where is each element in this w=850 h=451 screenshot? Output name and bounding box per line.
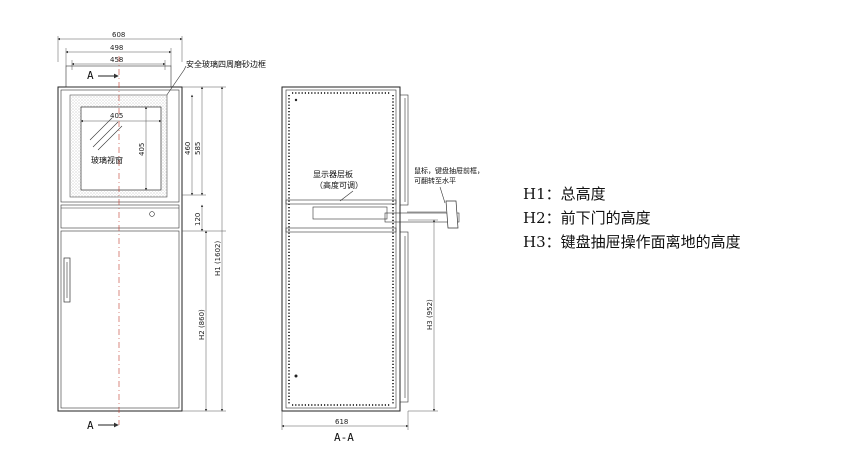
section-mark-bottom: A [87, 419, 119, 432]
front-vertical-dimensions: 460 585 120 H1 (1602) H2 (860) [182, 86, 226, 412]
front-cabinet-body: 玻璃视窗 405 405 [57, 65, 183, 412]
dim-height-120: 120 [194, 213, 202, 226]
window-label: 玻璃视窗 [91, 155, 123, 165]
callout-frame-label: 安全玻璃四周磨砂边框 [186, 59, 266, 69]
legend-item-h2: H2：前下门的高度 [523, 209, 651, 227]
section-letter-bottom: A [87, 419, 94, 432]
dim-width-outer: 608 [112, 31, 125, 39]
drawer-callout: 鼠标，键盘抽屉前框， 可翻转至水平 [414, 166, 484, 204]
frame-callout: 安全玻璃四周磨砂边框 [161, 59, 266, 103]
legend-item-h3: H3：键盘抽屉操作面离地的高度 [523, 233, 741, 251]
section-view: 显示器层板 （高度可调） 鼠标，键盘抽屉前框， 可翻转至水平 H3 (952) … [281, 86, 484, 444]
legend: H1：总高度 H2：前下门的高度 H3：键盘抽屉操作面离地的高度 [523, 185, 741, 251]
section-vertical-dimension: H3 (952) [408, 219, 438, 412]
dim-height-585: 585 [194, 142, 202, 155]
dim-section-width: 618 [335, 418, 348, 426]
section-letter-top: A [87, 69, 94, 82]
section-bottom-dimension: 618 A-A [281, 411, 409, 444]
drawer-label-line2: 可翻转至水平 [414, 176, 456, 185]
lock-icon [149, 211, 155, 217]
dim-width-inner: 458 [110, 56, 123, 64]
drawer-label-line1: 鼠标，键盘抽屉前框， [414, 166, 484, 175]
section-title: A-A [334, 431, 354, 444]
dim-width-mid: 498 [110, 44, 123, 52]
dim-window-width: 405 [110, 112, 123, 120]
dim-h1: H1 (1602) [214, 241, 222, 276]
shelf-callout: 显示器层板 （高度可调） [313, 169, 363, 202]
keyboard-drawer [312, 206, 388, 220]
dim-window-height: 405 [138, 143, 146, 156]
dim-h3: H3 (952) [426, 299, 434, 330]
shelf-label-line1: 显示器层板 [313, 169, 353, 179]
dim-h2: H2 (860) [198, 309, 206, 340]
shelf-label-line2: （高度可调） [315, 180, 363, 190]
front-view: 608 498 458 A 安全玻璃四周磨砂边框 [57, 31, 266, 432]
section-mark-top: A [87, 69, 119, 82]
top-dimensions: 608 498 458 [57, 31, 183, 70]
legend-item-h1: H1：总高度 [523, 185, 606, 203]
section-cabinet-body [281, 86, 460, 412]
dim-height-460: 460 [184, 142, 192, 155]
